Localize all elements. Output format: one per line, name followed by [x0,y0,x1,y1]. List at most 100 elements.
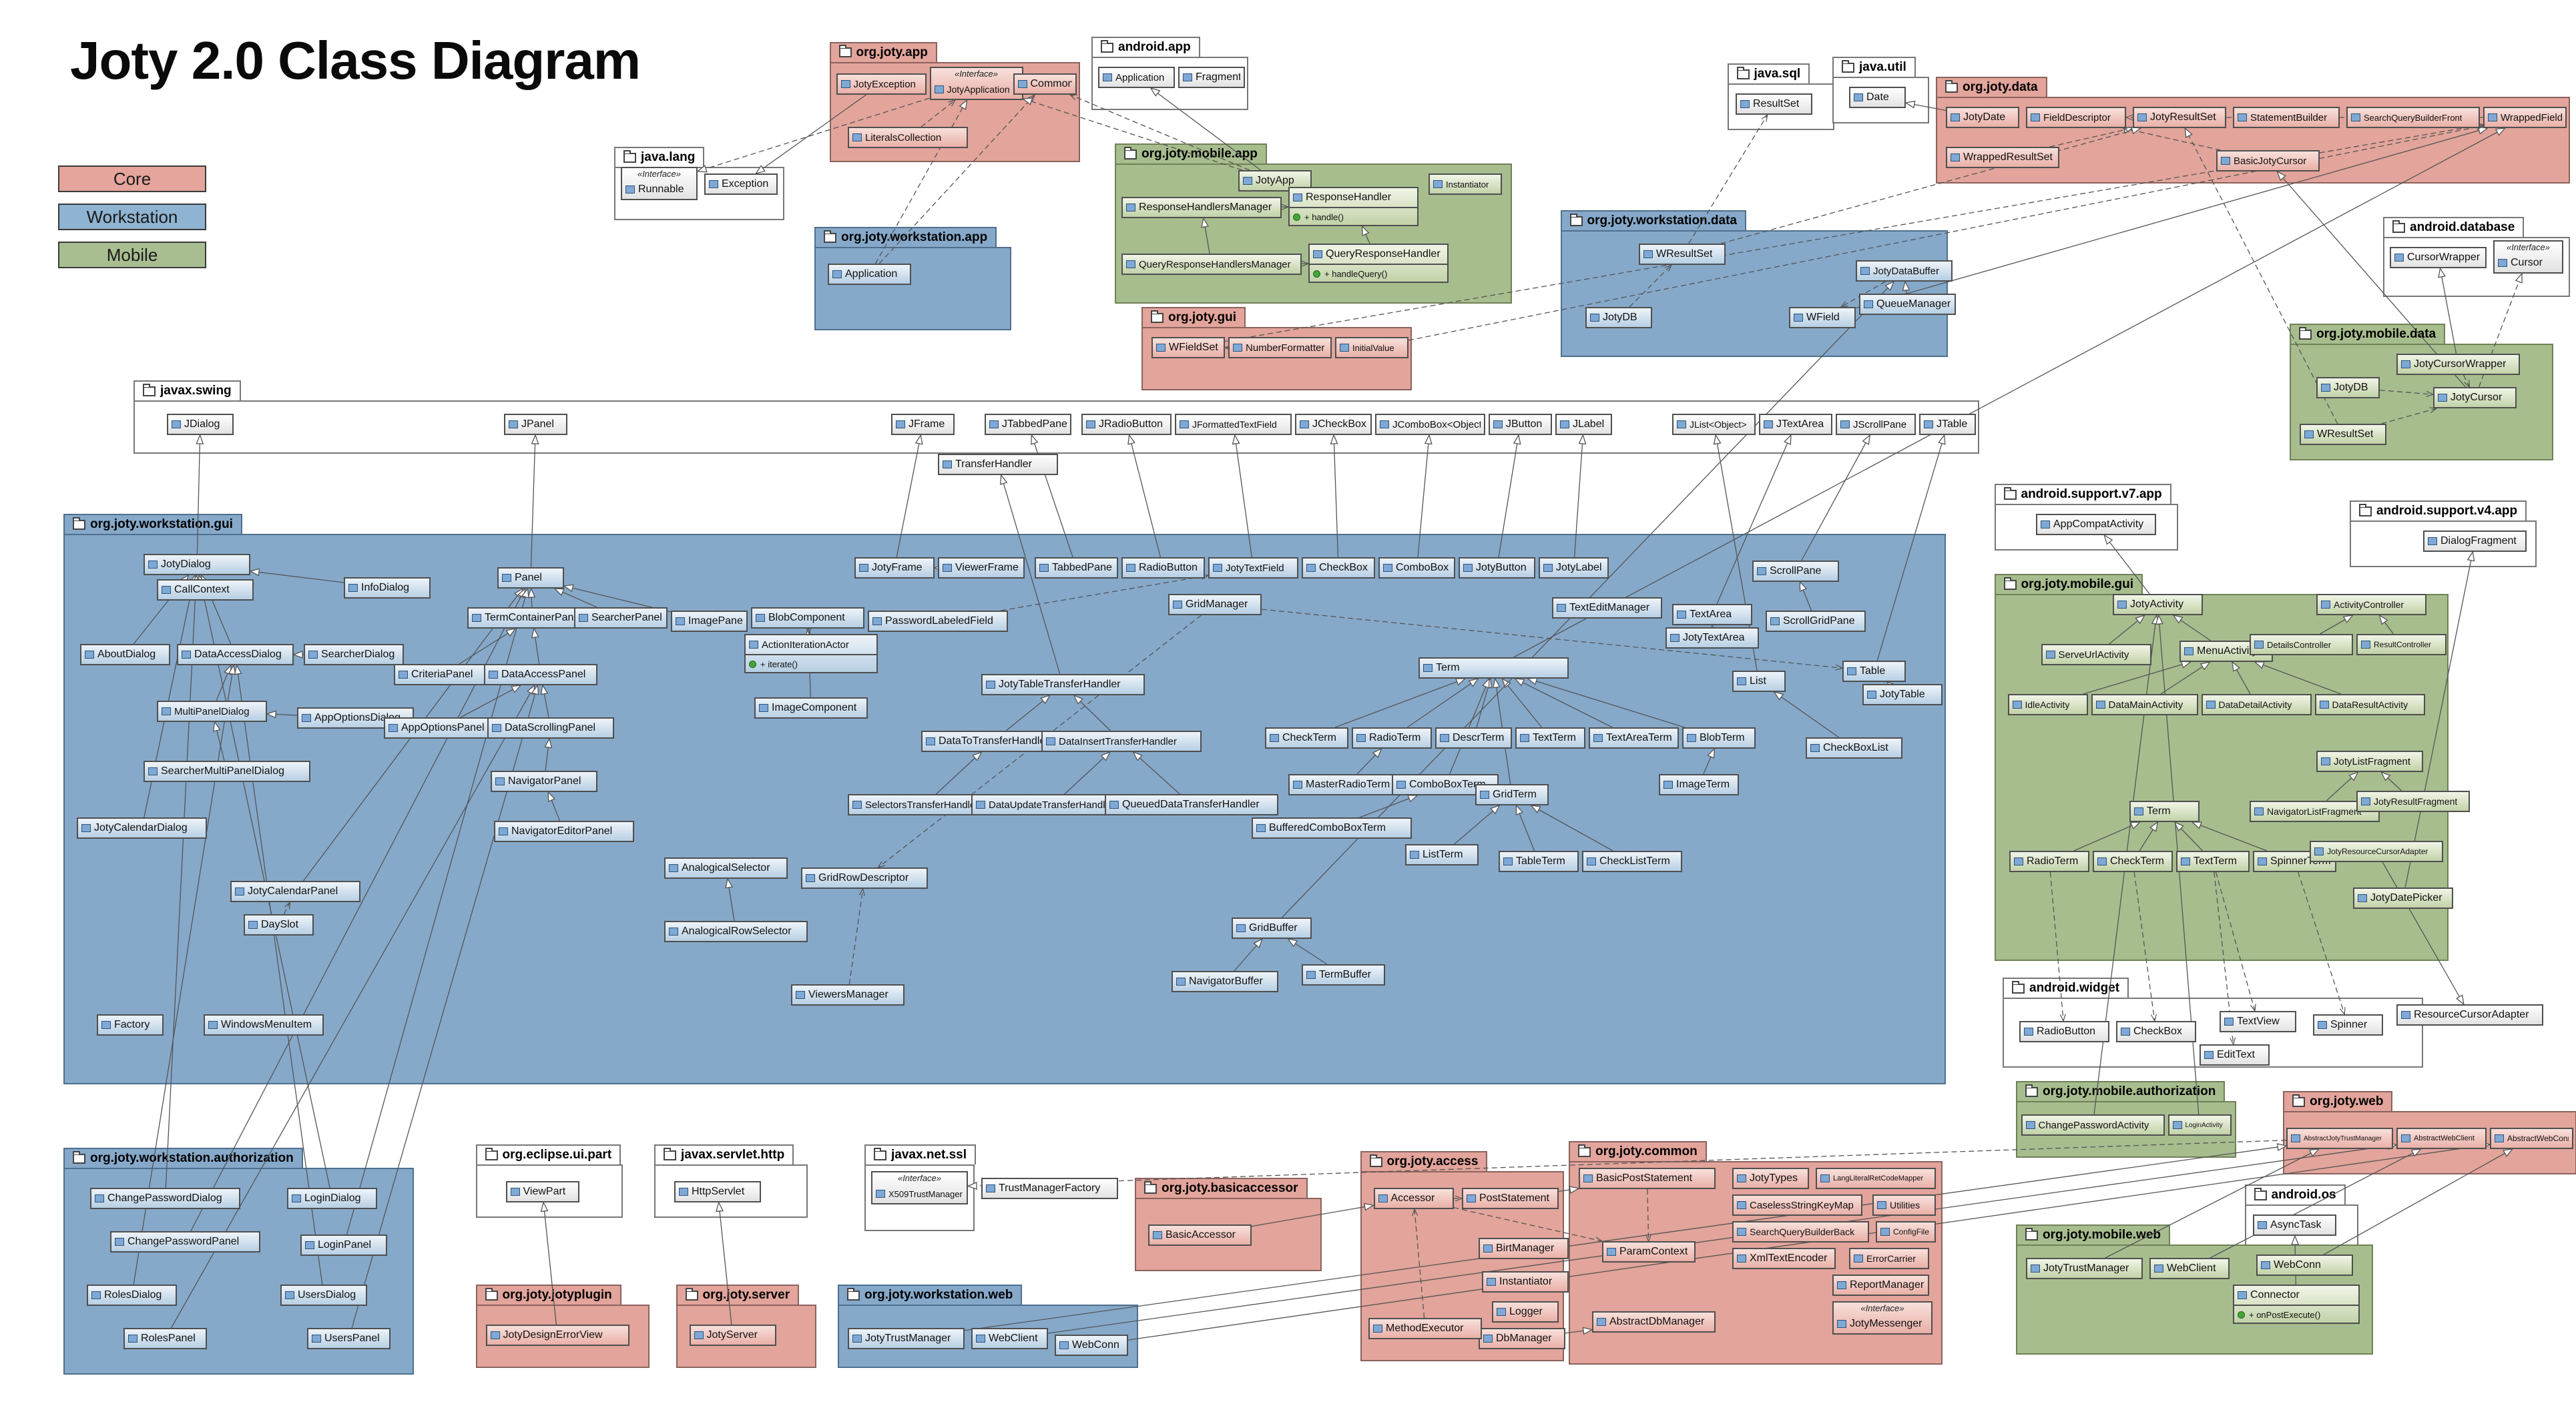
class-icon [1677,611,1686,619]
class-name: AbstractDbManager [1609,1316,1705,1327]
class-name: BirtManager [1496,1243,1555,1254]
class-BasicJotyCursor: BasicJotyCursor [2216,150,2320,171]
class-icon [1687,734,1696,742]
class-name: ComboBox [1396,562,1449,573]
class-Factory: Factory [97,1014,164,1036]
class-icon [2045,651,2055,659]
class-name: WrappedField [2501,111,2562,123]
class-name: JFrame [909,418,945,430]
class-ListTerm: ListTerm [1405,844,1479,865]
class-name: JotyListFragment [2334,755,2411,767]
class-SearchQueryBuilderFront: SearchQueryBuilderFront [2346,107,2480,128]
package-name: android.support.v4.app [2376,504,2518,518]
class-name: BufferedComboBoxTerm [1269,822,1386,833]
class-icon [2361,797,2370,805]
class-name: ChangePasswordActivity [2038,1119,2149,1131]
class-icon [495,777,505,785]
stereotype-label: «Interface» [954,69,999,79]
class-name: FieldDescriptor [2043,111,2111,123]
package-name: org.joty.workstation.web [864,1288,1013,1302]
class-name: JFormattedTextField [1192,419,1277,430]
class-JotyDB: JotyDB [2316,377,2380,398]
class-name: WFieldSet [1169,342,1218,353]
class-name: CheckBox [1319,562,1368,573]
class-JotyTable: JotyTable [1862,684,1943,705]
class-name: JTabbedPane [1002,418,1067,430]
class-name: LoginDialog [304,1192,361,1204]
package-icon [1144,1180,1157,1194]
class-icon [709,180,718,188]
class-name: GridRowDescriptor [818,872,909,883]
class-JLabel: JLabel [1555,414,1612,435]
class-FieldDescriptor: FieldDescriptor [2026,107,2126,128]
class-icon [2238,1291,2247,1299]
class-icon [872,617,882,625]
package-name: org.joty.access [1386,1154,1479,1168]
class-icon [2495,1134,2504,1142]
class-Table: Table [1842,661,1906,682]
class-icon [1396,781,1406,789]
class-GridTerm: GridTerm [1475,784,1549,805]
class-JotyDB: JotyDB [1585,307,1652,328]
package-icon [2003,577,2017,590]
class-icon [1520,734,1529,742]
class-icon [976,801,985,809]
class-name: DataAccessPanel [501,669,586,680]
class-JotyException: JotyException [836,73,927,95]
class-name: Accessor [1390,1192,1435,1204]
class-name: JotyTableTransferHandler [999,679,1121,690]
package-name: org.joty.server [702,1288,790,1302]
class-name: Spinner [2330,1019,2368,1030]
class-icon [2154,1265,2163,1273]
class-ResultSet: ResultSet [1736,93,1812,115]
class-name: ErrorCarrier [1866,1253,1916,1264]
class-icon [1677,420,1686,428]
class-ResourceCursorAdapter: ResourceCursorAdapter [2396,1004,2543,1026]
class-name: DetailsController [2267,639,2332,650]
class-icon [1046,737,1055,745]
class-icon [1764,420,1773,428]
class-Logger: Logger [1492,1301,1559,1323]
class-name: ConfigFile [1893,1227,1930,1236]
class-icon [1820,1174,1830,1182]
class-icon [2401,1134,2410,1142]
class-name: JRadioButton [1099,418,1164,430]
class-name: SearchQueryBuilderBack [1750,1226,1855,1237]
class-Runnable: «Interface»Runnable [621,167,698,200]
class-name: InitialValue [1352,342,1394,353]
class-name: ViewersManager [808,989,888,1000]
class-icon [1256,824,1266,832]
package-icon [1736,66,1750,79]
class-icon [1440,734,1449,742]
class-icon [2134,807,2143,815]
class-icon [1293,194,1302,202]
class-icon [2321,601,2330,609]
class-CheckBox: CheckBox [1302,557,1375,579]
class-icon [1340,344,1349,352]
class-icon [1410,851,1419,859]
class-name: LoginActivity [2185,1121,2223,1129]
class-name: LangLiteralRetCodeMapper [1833,1174,1924,1182]
class-icon [1423,664,1433,672]
class-icon [2314,847,2324,855]
class-BasicAccessor: BasicAccessor [1148,1224,1252,1246]
class-name: JotyButton [1476,562,1527,573]
class-BlobComponent: BlobComponent [751,607,864,629]
class-name: RolesDialog [104,1289,162,1301]
class-name: ImagePane [688,615,743,627]
class-name: RadioTerm [2027,855,2079,867]
class-WrappedField: WrappedField [2483,107,2567,128]
class-icon [669,928,678,936]
class-name: ChangePasswordDialog [107,1192,222,1204]
class-icon [2031,1265,2040,1273]
class-Connector: Connector+ onPostExecute() [2233,1285,2360,1324]
class-icon [989,420,999,428]
class-DetailsController: DetailsController [2250,634,2353,655]
class-JTextArea: JTextArea [1759,414,1832,435]
class-name: DataUpdateTransferHandler [989,799,1114,811]
class-TransferHandler: TransferHandler [938,454,1058,475]
class-icon [679,1188,688,1196]
package-name: org.joty.data [1963,80,2038,94]
class-icon [1737,1174,1746,1182]
class-name: SearcherMultiPanelDialog [161,765,284,777]
